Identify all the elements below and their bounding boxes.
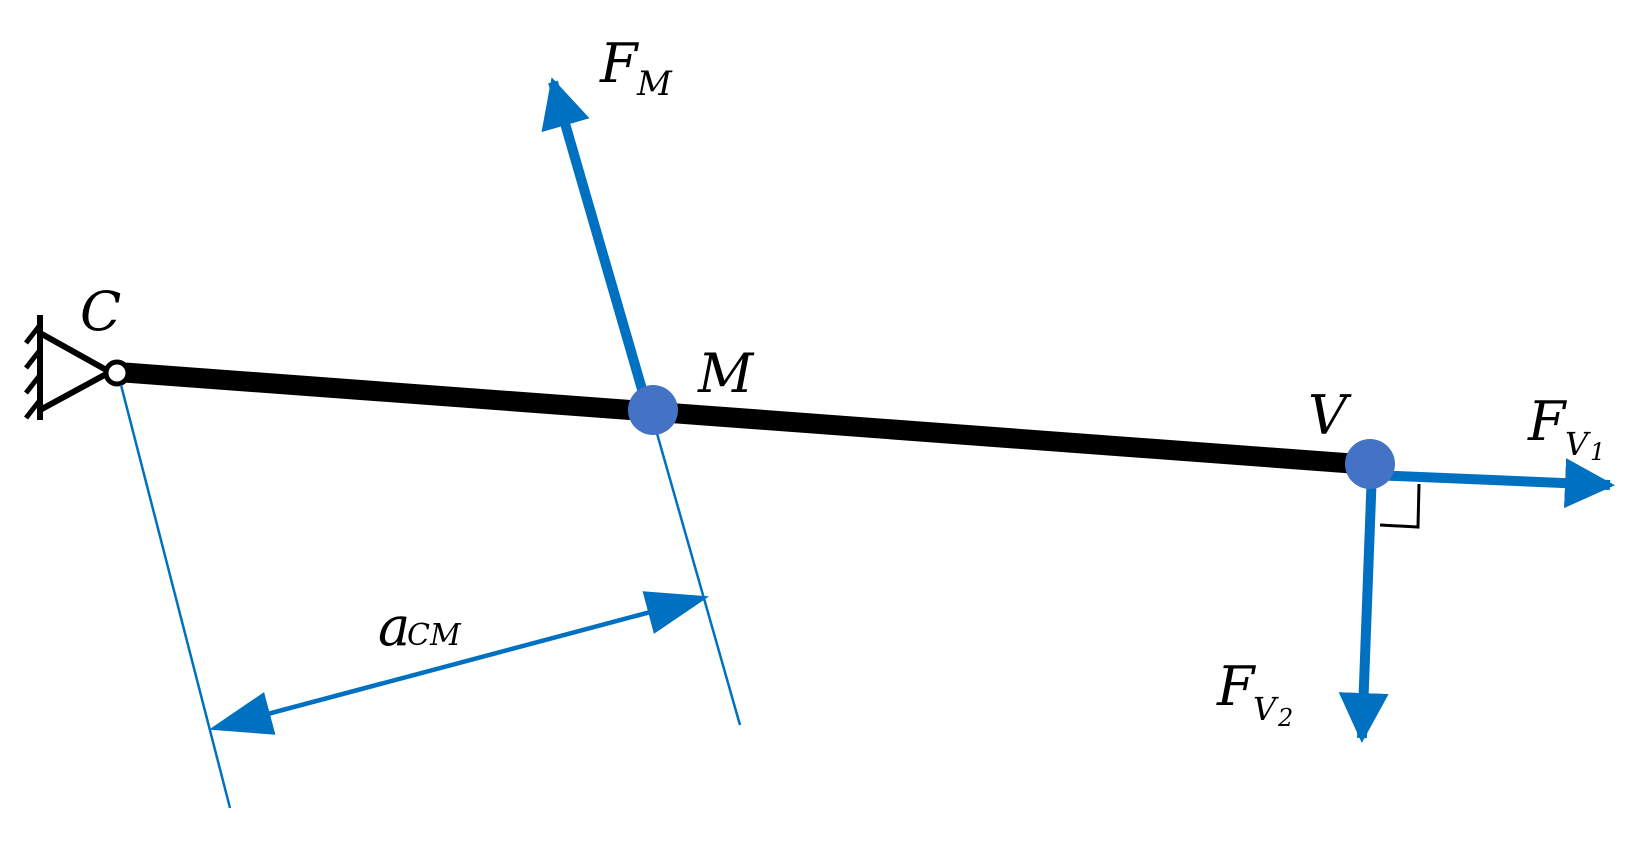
node-v bbox=[1345, 439, 1395, 489]
svg-text:V: V bbox=[1565, 425, 1591, 463]
label-fm: F M bbox=[599, 32, 673, 104]
force-arrow-fv1 bbox=[1371, 458, 1615, 509]
svg-text:F: F bbox=[1527, 390, 1568, 453]
label-c: C bbox=[80, 280, 121, 343]
pin-support-icon bbox=[24, 315, 112, 420]
svg-text:CM: CM bbox=[407, 618, 462, 653]
force-arrow-fv2 bbox=[1338, 469, 1389, 743]
label-fv1: F V 1 bbox=[1527, 390, 1605, 466]
svg-text:V: V bbox=[1253, 690, 1279, 728]
svg-text:M: M bbox=[636, 64, 673, 104]
dimension-arrow-acm bbox=[208, 591, 710, 735]
force-arrow-fm bbox=[541, 77, 653, 412]
extension-line-m bbox=[654, 429, 742, 726]
label-acm: a CM bbox=[378, 595, 462, 658]
node-m bbox=[628, 385, 678, 435]
right-angle-marker bbox=[1379, 483, 1421, 529]
label-v: V bbox=[1308, 384, 1352, 447]
label-fv2: F V 2 bbox=[1216, 655, 1293, 732]
label-m: M bbox=[697, 342, 755, 405]
pin-c bbox=[103, 359, 131, 387]
svg-text:1: 1 bbox=[1590, 438, 1605, 466]
extension-line-c bbox=[119, 384, 232, 809]
beam bbox=[117, 362, 1373, 475]
svg-text:F: F bbox=[1216, 655, 1257, 718]
svg-text:a: a bbox=[378, 595, 410, 658]
svg-text:2: 2 bbox=[1277, 704, 1293, 732]
svg-text:F: F bbox=[599, 32, 640, 95]
